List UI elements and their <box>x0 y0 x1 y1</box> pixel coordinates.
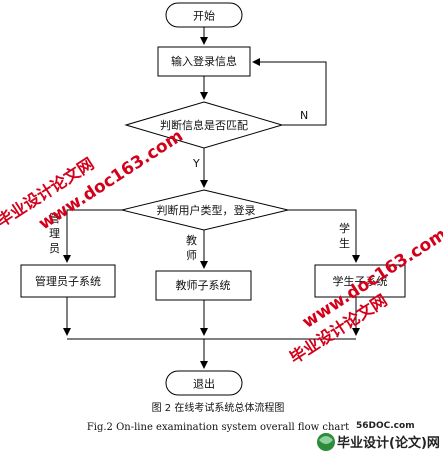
logo-url: 56DOC.com <box>356 421 415 431</box>
svg-text:管: 管 <box>49 211 60 225</box>
admin-subsystem-label: 管理员子系统 <box>35 274 101 288</box>
edge-no-loop <box>252 58 327 126</box>
edge-to-student <box>288 209 360 263</box>
watermark-right: 毕业设计论文网 www.doc163.com <box>286 224 443 367</box>
user-type-decision-node: 判断用户类型，登录 <box>121 189 289 231</box>
start-node: 开始 <box>165 2 243 28</box>
label-no: N <box>300 109 308 122</box>
caption-en: Fig.2 On-line examination system overall… <box>87 422 349 433</box>
match-decision-label: 判断信息是否匹配 <box>160 118 248 132</box>
svg-text:生: 生 <box>339 236 350 250</box>
svg-text:教: 教 <box>186 234 197 247</box>
match-decision-node: 判断信息是否匹配 <box>124 101 284 149</box>
teacher-subsystem-node: 教师子系统 <box>155 270 252 301</box>
exit-label: 退出 <box>193 377 215 391</box>
svg-text:学: 学 <box>339 221 350 235</box>
teacher-subsystem-label: 教师子系统 <box>176 279 231 292</box>
branch-label-student: 学 生 <box>339 221 350 250</box>
branch-label-admin: 管 理 员 <box>49 211 60 255</box>
input-login-label: 输入登录信息 <box>171 54 237 68</box>
caption-cn: 图 2 在线考试系统总体流程图 <box>152 401 285 414</box>
user-type-label: 判断用户类型，登录 <box>157 203 256 217</box>
student-subsystem-label: 学生子系统 <box>333 274 388 288</box>
svg-text:理: 理 <box>49 227 60 240</box>
label-yes: Y <box>192 157 200 170</box>
edge-to-admin <box>63 209 122 263</box>
student-subsystem-node: 学生子系统 <box>314 264 406 298</box>
svg-text:员: 员 <box>49 242 60 255</box>
site-logo: 56DOC.com 毕业设计(论文)网 <box>317 421 440 451</box>
admin-subsystem-node: 管理员子系统 <box>20 264 116 298</box>
logo-text: 毕业设计(论文)网 <box>337 435 440 451</box>
start-label: 开始 <box>193 9 215 23</box>
svg-text:师: 师 <box>186 249 197 262</box>
input-login-node: 输入登录信息 <box>157 46 251 77</box>
branch-label-teacher: 教 师 <box>186 234 197 262</box>
exit-node: 退出 <box>165 370 243 396</box>
